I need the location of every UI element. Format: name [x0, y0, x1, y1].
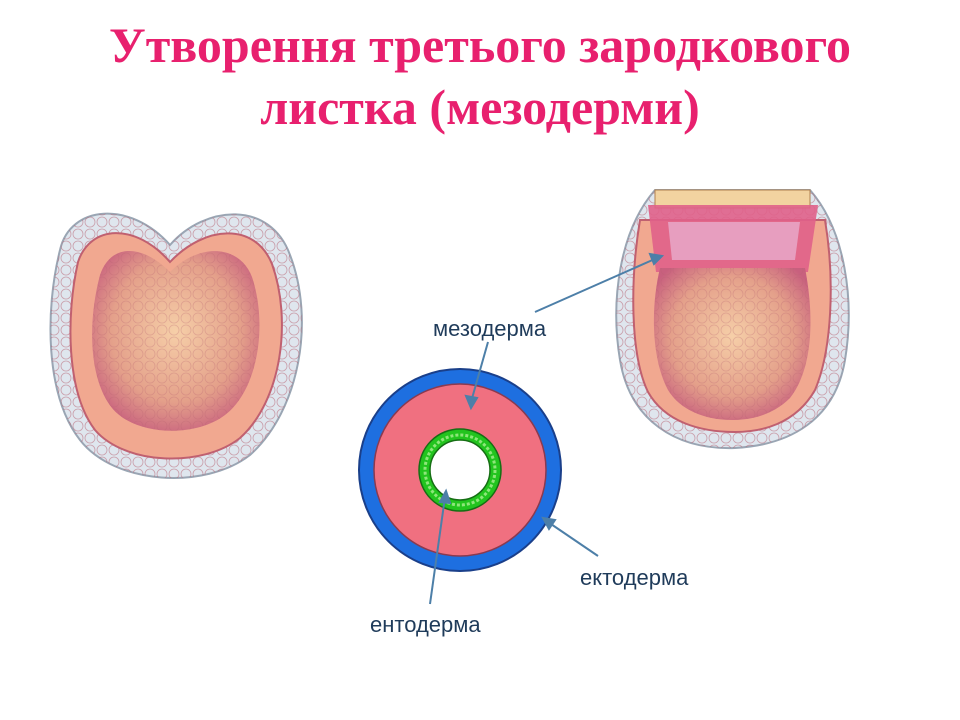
ectoderm-pointer [547, 521, 599, 557]
mesoderm-pointer-to-embryo [534, 257, 658, 313]
slide-title: Утворення третього зародкового листка (м… [0, 14, 960, 138]
mesoderm-pointer-arrowhead [464, 394, 479, 411]
endoderm-pointer [429, 496, 446, 605]
pointer-lines [429, 252, 665, 605]
title-line-2: листка (мезодерми) [260, 79, 700, 135]
gut-cavity [429, 439, 491, 501]
endoderm-pointer-arrowhead [438, 488, 452, 505]
mesoderm-pointer-to-section [470, 341, 489, 403]
gastrula-illustration [49, 212, 303, 479]
title-line-1: Утворення третього зародкового [109, 17, 851, 73]
mesoderm-label: мезодерма [433, 316, 547, 341]
ectoderm-pointer-arrowhead [541, 516, 557, 531]
mesoderm-embryo-illustration [615, 189, 850, 450]
embryo-archenteron [668, 222, 800, 260]
cross-section-diagram [358, 368, 562, 572]
mesoderm-embryo-arrowhead [648, 252, 665, 266]
embryo-yolk-cells [653, 268, 811, 420]
ectoderm-label: ектодерма [580, 565, 689, 590]
endoderm-cell-band [423, 433, 497, 507]
endoderm-label: ентодерма [370, 612, 481, 637]
gastrula-yolk-cells [92, 250, 260, 431]
